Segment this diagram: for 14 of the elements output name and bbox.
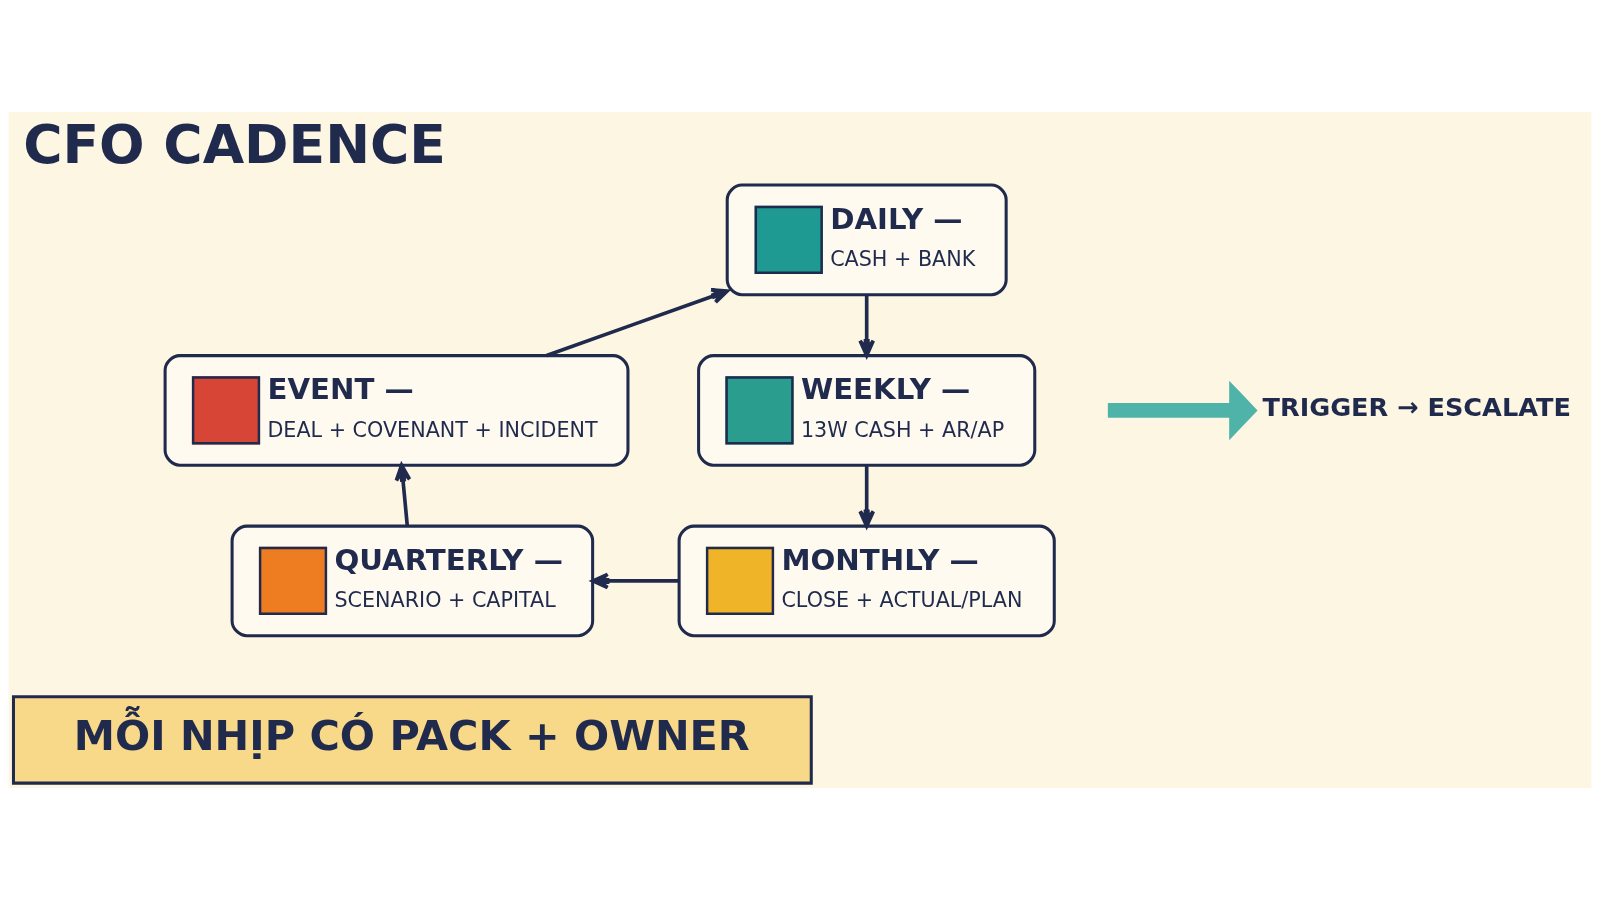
arrow xyxy=(858,294,876,358)
node-box: EVENT — DEAL + COVENANT + INCIDENT xyxy=(163,354,630,467)
arrow xyxy=(394,463,412,527)
node-box: MONTHLY — CLOSE + ACTUAL/PLAN xyxy=(677,524,1056,638)
node-box: MỖI NHỊP CÓ PACK + OWNER xyxy=(11,695,813,785)
node-box: QUARTERLY — SCENARIO + CAPITAL xyxy=(230,524,595,638)
node-box: DAILY — CASH + BANK xyxy=(725,183,1008,297)
node-box: WEEKLY — 13W CASH + AR/AP xyxy=(697,354,1037,467)
arrow xyxy=(591,572,680,590)
diagram-title: CFO CADENCE xyxy=(23,113,446,177)
arrow xyxy=(546,287,730,358)
node-text: TRIGGER → ESCALATE xyxy=(1262,392,1571,423)
arrow xyxy=(858,465,876,528)
arrow xyxy=(1107,380,1258,441)
